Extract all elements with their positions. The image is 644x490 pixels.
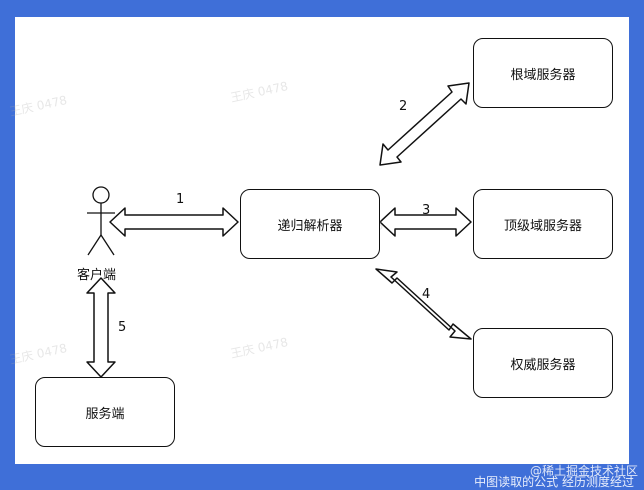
node-root-server: 根域服务器 [473,38,613,108]
diagram-canvas: 王庆 0478 王庆 0478 王庆 0478 王庆 0478 王庆 0478 … [8,17,629,464]
client-label: 客户端 [77,268,117,283]
client-figure [87,186,115,256]
source-credit: @稀土掘金技术社区 [529,464,638,478]
caption-partial: 中图读取的公式 经历测度经过 [474,475,634,489]
arrow-client-resolver [109,207,239,237]
edge-label-3: 3 [422,203,431,218]
edge-label-1: 1 [176,192,185,207]
arrow-client-server [86,277,116,378]
node-authoritative-server: 权威服务器 [473,328,613,398]
arrow-resolver-tld [379,207,472,237]
arrow-resolver-authority [375,268,472,340]
edge-label-5: 5 [118,320,127,335]
node-tld-server: 顶级域服务器 [473,189,613,259]
edge-label-2: 2 [399,99,408,114]
node-recursive-resolver: 递归解析器 [240,189,380,259]
edge-label-4: 4 [422,287,431,302]
arrow-resolver-root [379,82,470,166]
diagram-lines [86,82,472,378]
node-server: 服务端 [35,377,175,447]
